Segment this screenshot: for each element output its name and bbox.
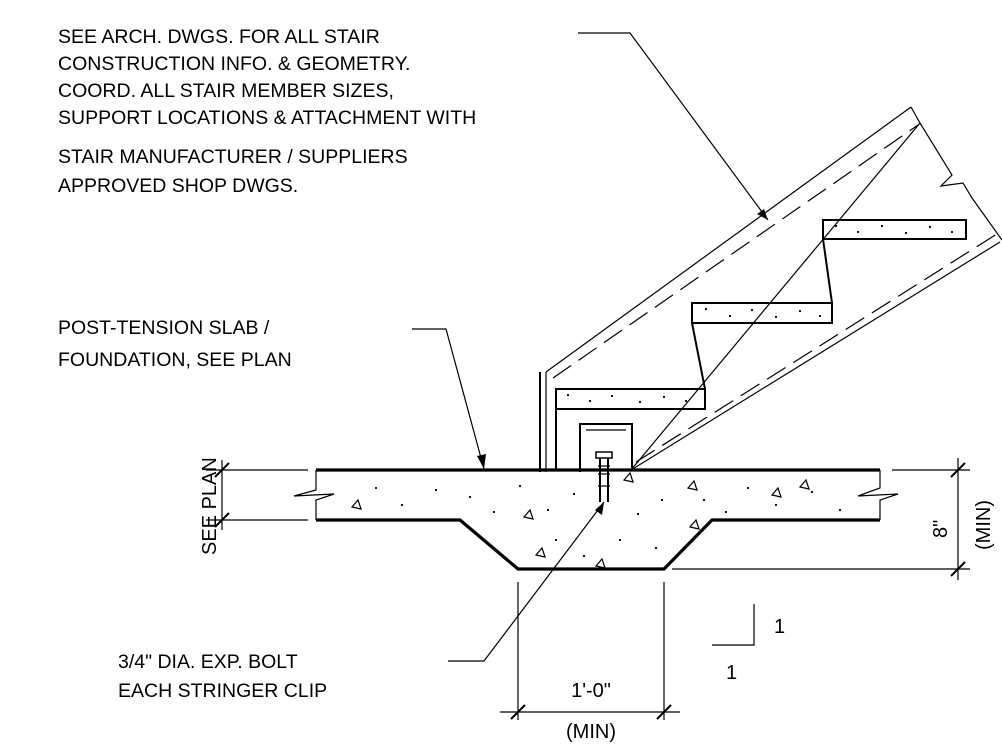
bolt-note-leader xyxy=(448,501,605,662)
stair-note-line-3: COORD. ALL STAIR MEMBER SIZES, xyxy=(58,80,394,102)
stair-note: SEE ARCH. DWGS. FOR ALL STAIR CONSTRUCTI… xyxy=(58,26,476,197)
slab-note-line-2: FOUNDATION, SEE PLAN xyxy=(58,349,292,371)
expansion-bolt xyxy=(595,451,613,502)
stair-stringer xyxy=(539,106,1002,472)
stair-note-line-4: SUPPORT LOCATIONS & ATTACHMENT WITH xyxy=(58,107,476,129)
slab-note-leader xyxy=(412,328,486,470)
slab-thickness-label: SEE PLAN xyxy=(199,457,221,555)
stair-note-line-2: CONSTRUCTION INFO. & GEOMETRY. xyxy=(58,53,410,75)
stringer-clip xyxy=(579,423,633,472)
thickened-depth-value: 8" xyxy=(930,520,952,538)
slope-symbol: 1 1 xyxy=(712,604,785,684)
stair-treads xyxy=(555,219,967,470)
thickened-width-qualifier: (MIN) xyxy=(566,721,616,743)
slope-run: 1 xyxy=(726,662,737,684)
slab-thickness-dimension: SEE PLAN xyxy=(199,457,308,555)
thickened-depth-qualifier: (MIN) xyxy=(973,500,995,550)
slab-note-line-1: POST-TENSION SLAB / xyxy=(58,317,270,339)
stair-note-leader xyxy=(578,32,769,221)
thickened-width-dimension: 1'-0" (MIN) xyxy=(500,582,680,743)
stair-note-line-5: STAIR MANUFACTURER / SUPPLIERS xyxy=(58,146,408,168)
thickened-width-value: 1'-0" xyxy=(571,680,611,702)
thickened-depth-dimension: 8" (MIN) xyxy=(672,458,995,580)
bolt-note-line-2: EACH STRINGER CLIP xyxy=(118,680,327,702)
post-tension-slab xyxy=(293,468,899,571)
bolt-note: 3/4" DIA. EXP. BOLT EACH STRINGER CLIP xyxy=(118,651,327,702)
bolt-note-line-1: 3/4" DIA. EXP. BOLT xyxy=(118,651,298,673)
stair-note-line-6: APPROVED SHOP DWGS. xyxy=(58,175,298,197)
slab-note: POST-TENSION SLAB / FOUNDATION, SEE PLAN xyxy=(58,317,292,371)
stair-note-line-1: SEE ARCH. DWGS. FOR ALL STAIR xyxy=(58,26,380,48)
slope-rise: 1 xyxy=(774,616,785,638)
